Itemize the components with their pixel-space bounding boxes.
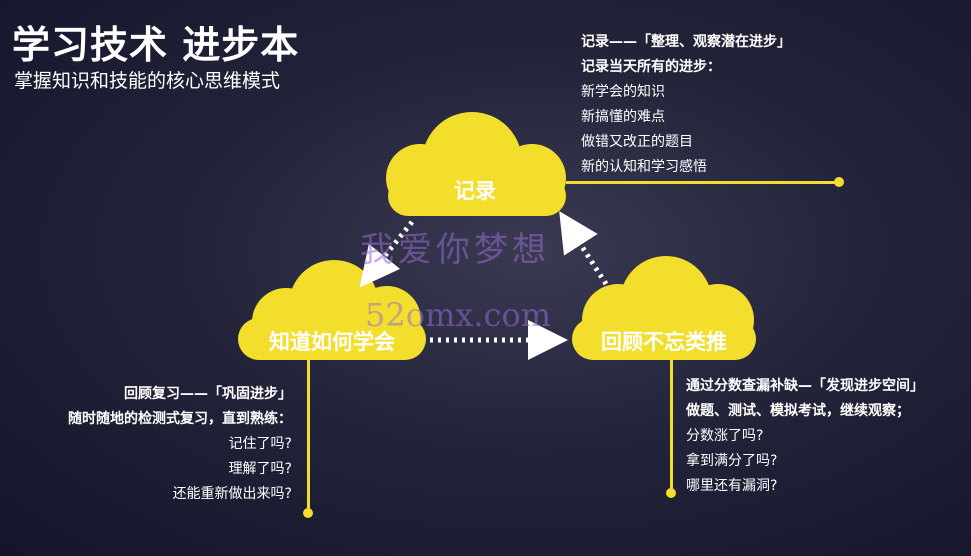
arrow-top-to-left [359,220,414,288]
list-item: 记住了吗? [228,436,292,452]
connector-left-dot [303,508,313,518]
cloud-right-label: 回顾不忘类推 [601,330,727,354]
list-item: 理解了吗? [228,461,292,477]
cloud-right-shape [572,256,756,360]
note-review-subheading: 随时随地的检测式复习，直到熟练： [68,411,292,427]
list-item: 新的认知和学习感悟 [581,159,707,175]
note-review: 回顾复习——「巩固进步」 随时随地的检测式复习，直到熟练： 记住了吗? 理解了吗… [30,382,292,507]
note-scores-subheading: 做题、测试、模拟考试，继续观察； [686,403,910,419]
list-item: 拿到满分了吗? [686,453,778,469]
page-title: 学习技术 进步本 [12,23,300,67]
list-item: 还能重新做出来吗? [172,486,292,502]
watermark-en: 52omx.com [365,296,552,334]
note-record: 记录——「整理、观察潜在进步」 记录当天所有的进步： 新学会的知识 新搞懂的难点… [581,30,791,180]
cloud-top-shape [386,112,566,216]
note-record-heading: 记录——「整理、观察潜在进步」 [581,34,791,50]
cloud-left-shape [238,260,426,360]
list-item: 做错又改正的题目 [581,134,693,150]
watermark-cn: 我爱你梦想 [360,230,550,270]
note-scores-heading: 通过分数查漏补缺—「发现进步空间」 [686,378,924,394]
page-subtitle: 掌握知识和技能的核心思维模式 [14,70,281,92]
cloud-left-label: 知道如何学会 [269,330,395,354]
list-item: 分数涨了吗? [686,428,764,444]
list-item: 新搞懂的难点 [581,109,665,125]
list-item: 新学会的知识 [581,84,665,100]
note-scores: 通过分数查漏补缺—「发现进步空间」 做题、测试、模拟考试，继续观察； 分数涨了吗… [686,374,924,499]
connector-top-line [566,181,838,184]
connector-left-line [307,360,310,512]
list-item: 哪里还有漏洞? [686,478,778,494]
connector-right-line [670,360,673,492]
arrow-right-to-top [559,211,609,286]
cloud-top-label: 记录 [454,179,496,203]
note-record-subheading: 记录当天所有的进步： [581,59,721,75]
note-review-heading: 回顾复习——「巩固进步」 [124,386,292,402]
connector-right-dot [666,488,676,498]
connector-top-dot [834,177,844,187]
